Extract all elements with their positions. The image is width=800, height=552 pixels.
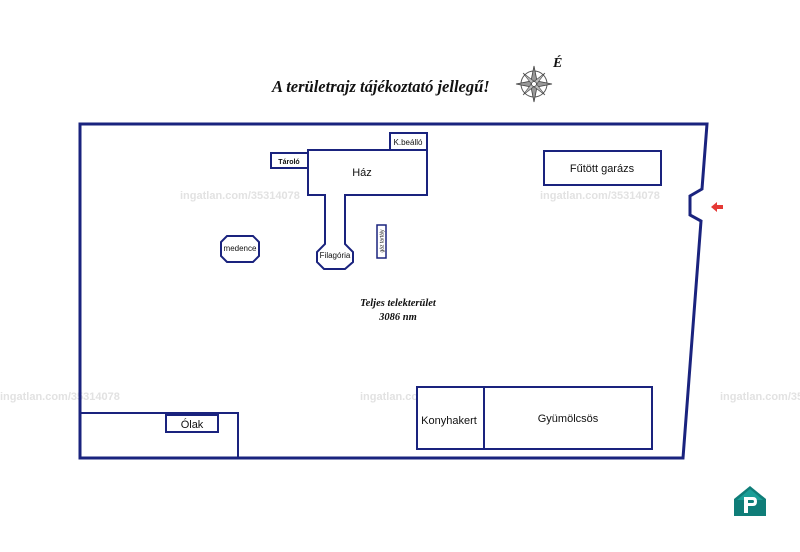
watermark: ingatlan.com/35314078 xyxy=(0,391,120,403)
total-area-value: 3086 nm xyxy=(378,312,417,323)
gas-tank-label: gáz tartály xyxy=(380,229,386,253)
house-label: Ház xyxy=(352,167,372,179)
pens-area-outline xyxy=(80,412,239,458)
heated-garage-label: Fűtött garázs xyxy=(570,163,635,175)
orchard-label: Gyümölcsös xyxy=(538,413,599,425)
kitchen-garden-label: Konyhakert xyxy=(421,415,477,427)
house-building xyxy=(270,132,428,270)
tarolo-label: Tároló xyxy=(278,159,299,166)
ingatlan-logo-icon xyxy=(734,486,766,516)
k-beallo-label: K.beálló xyxy=(394,138,423,147)
filagoria-label: Filagória xyxy=(320,251,351,260)
pens-label: Ólak xyxy=(181,418,204,431)
plan-disclaimer-title: A területrajz tájékoztató jellegű! xyxy=(271,77,490,96)
north-label: É xyxy=(552,54,562,71)
watermark: ingatlan.com/35314078 xyxy=(720,391,800,403)
kitchen-garden-shape xyxy=(416,386,485,450)
watermarks: ingatlan.com/35314078 ingatlan.com/35314… xyxy=(0,190,800,403)
pens-shape xyxy=(165,414,219,433)
total-area-label: Teljes telekterület xyxy=(360,298,437,309)
entrance-arrow-icon xyxy=(711,202,723,212)
watermark: ingatlan.com/35314078 xyxy=(540,190,660,202)
watermark: ingatlan.com/35314078 xyxy=(180,190,300,202)
compass-icon xyxy=(515,65,553,103)
heated-garage-shape xyxy=(543,150,662,186)
pool-label: medence xyxy=(224,244,257,253)
plot-boundary xyxy=(78,122,709,460)
orchard-shape xyxy=(483,386,653,450)
pool-shape xyxy=(220,235,260,263)
gas-tank-shape xyxy=(376,224,387,259)
